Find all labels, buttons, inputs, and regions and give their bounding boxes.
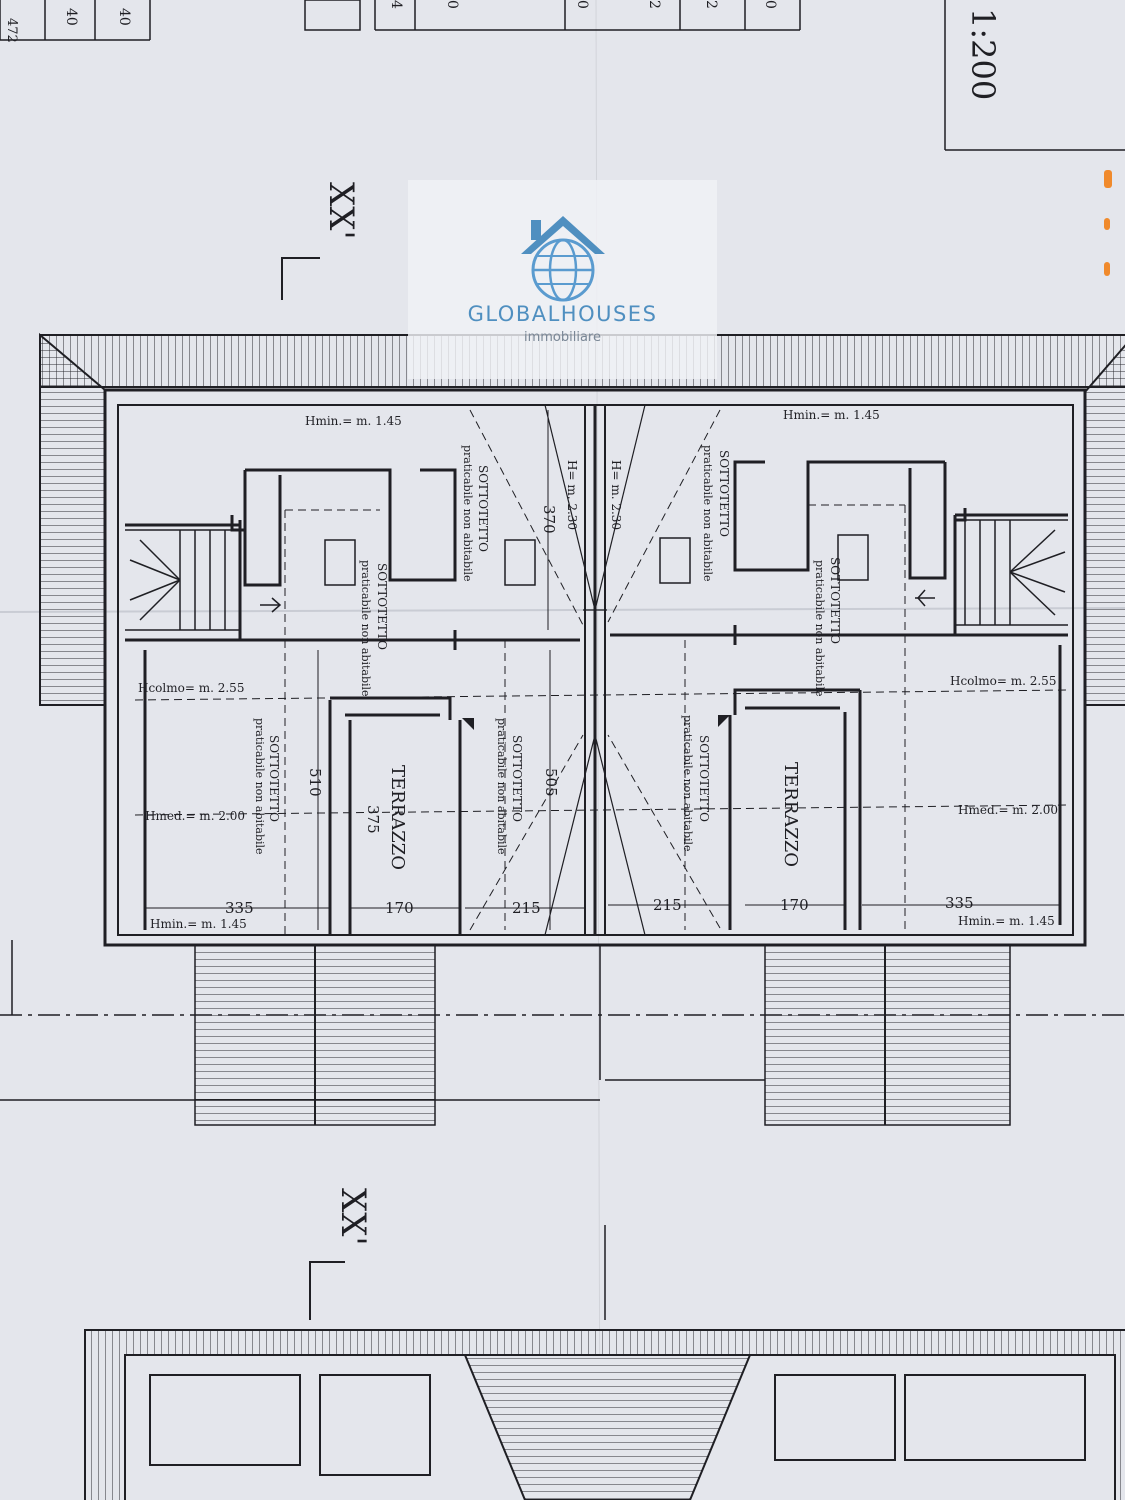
- height-colmo-label: Hcolmo= m. 2.55: [950, 674, 1056, 688]
- table-cell: 0: [574, 0, 590, 9]
- room-label-terrazzo: TERRAZZO: [780, 762, 801, 867]
- room-label-sottotetto: SOTTOTETTO: [476, 465, 490, 552]
- height-min-label: Hmin.= m. 1.45: [150, 917, 247, 931]
- room-label-sottotetto: SOTTOTETTO: [828, 557, 842, 644]
- ridge-lines: [544, 404, 646, 936]
- watermark: GLOBALHOUSES immobiliare: [408, 180, 717, 379]
- marker-triangle-right: [718, 715, 730, 727]
- height-colmo-label: Hcolmo= m. 2.55: [138, 681, 244, 695]
- dimension-510: 510: [306, 768, 324, 797]
- dimension-505: 505: [542, 768, 560, 797]
- room-label-terrazzo: TERRAZZO: [387, 765, 408, 870]
- dimension-370: 370: [540, 505, 558, 534]
- right-staircase: [915, 519, 1068, 626]
- room-label-sottotetto: SOTTOTETTO: [375, 563, 389, 650]
- height-min-label: Hmin.= m. 1.45: [958, 914, 1055, 928]
- room-label-praticabile: praticabile non abitabile: [495, 718, 508, 855]
- marker-triangle-left: [462, 718, 474, 730]
- right-unit-walls: [610, 460, 1068, 930]
- building-outline: [103, 388, 1087, 947]
- room-label-praticabile: praticabile non abitabile: [701, 445, 714, 582]
- table-cell: 472: [4, 18, 19, 43]
- table-cell: 2: [646, 0, 662, 9]
- watermark-subtitle: immobiliare: [523, 330, 601, 345]
- room-label-sottotetto: SOTTOTETTO: [697, 735, 711, 822]
- room-label-praticabile: praticabile non abitabile: [681, 715, 694, 852]
- room-label-praticabile: praticabile non abitabile: [813, 560, 826, 697]
- room-label-praticabile: praticabile non abitabile: [461, 445, 474, 582]
- pencil-marks: [1104, 170, 1112, 276]
- room-label-praticabile: praticabile non abitabile: [359, 560, 372, 697]
- table-cell: 0: [762, 0, 778, 9]
- table-cell: 2: [703, 0, 719, 9]
- section-mark-bottom: XX': [333, 1188, 373, 1246]
- height-center-label: H= m. 2.30: [609, 460, 623, 530]
- table-cell: 0: [444, 0, 460, 9]
- table-cell: 40: [116, 8, 132, 26]
- section-mark-top: XX': [321, 182, 361, 240]
- height-center-label: H= m. 2.30: [565, 460, 579, 530]
- room-label-sottotetto: SOTTOTETTO: [717, 450, 731, 537]
- height-min-label: Hmin.= m. 1.45: [783, 408, 880, 422]
- corner-table: [0, 0, 1125, 151]
- dimension-335: 335: [945, 894, 974, 912]
- table-cell: 4: [388, 0, 404, 9]
- lower-roof-plan: [84, 1329, 1125, 1500]
- room-label-sottotetto: SOTTOTETTO: [510, 735, 524, 822]
- left-staircase: [125, 529, 282, 631]
- skylights: [324, 534, 869, 586]
- height-med-label: Hmed.= m. 2.00: [958, 803, 1058, 817]
- room-label-sottotetto: SOTTOTETTO: [267, 735, 281, 822]
- house-globe-logo-icon: [521, 216, 605, 302]
- height-min-label: Hmin.= m. 1.45: [305, 414, 402, 428]
- dimension-375: 375: [364, 805, 382, 834]
- watermark-brand: GLOBALHOUSES: [467, 302, 658, 326]
- table-cell: 40: [63, 8, 79, 26]
- external-stairs: [0, 940, 1125, 1320]
- dashed-guides: [134, 409, 1071, 935]
- room-label-praticabile: praticabile non abitabile: [253, 718, 266, 855]
- scale-label: 1:200: [964, 8, 1002, 100]
- height-med-label: Hmed.= m. 2.00: [145, 809, 245, 823]
